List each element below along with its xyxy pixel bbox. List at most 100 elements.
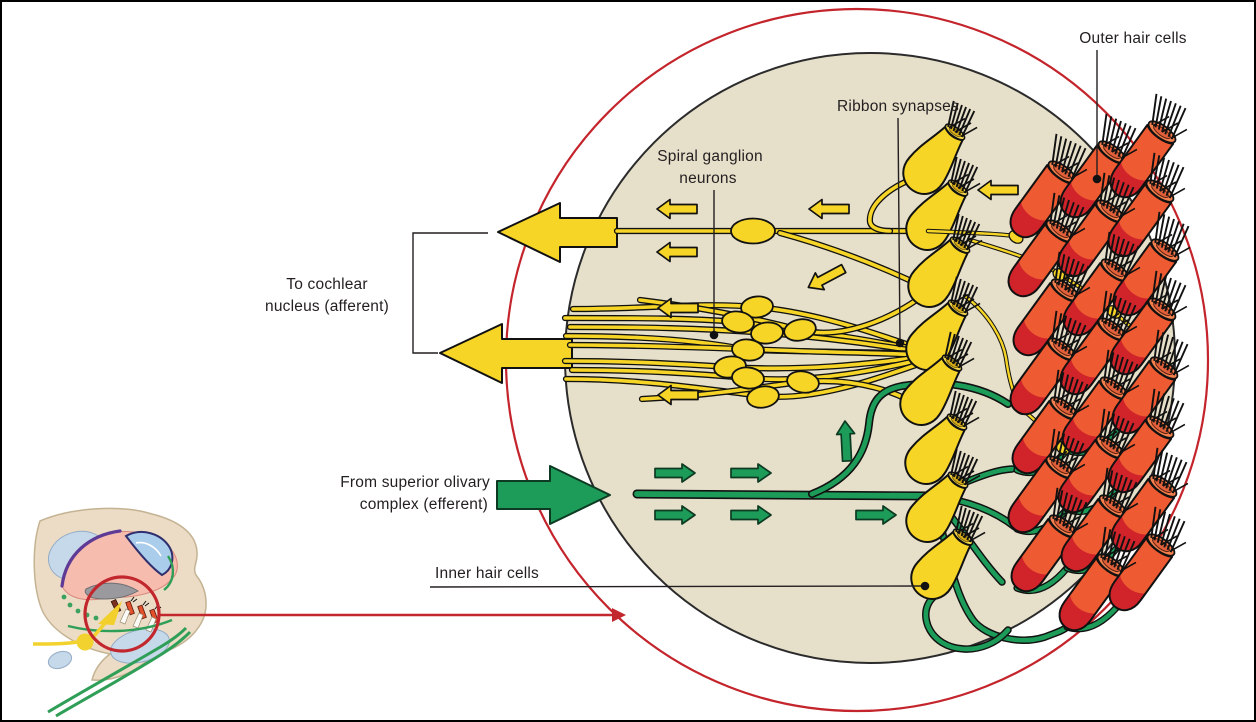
ganglion-soma (721, 310, 755, 334)
efferent-direction-arrow (730, 505, 772, 525)
label-from-soc-2: complex (efferent) (360, 496, 488, 513)
stereocilia-tuft (1102, 467, 1139, 514)
pointer-ribbon-synapses (897, 117, 901, 344)
bracket-to-cochlear-nucleus (412, 232, 488, 354)
inset-supporting-cells (61, 594, 99, 621)
ganglion-soma (740, 295, 774, 319)
inset-pointer-arrowhead-icon (612, 608, 626, 622)
stereocilia-tuft (1051, 310, 1088, 357)
stereocilia-tuft (1103, 349, 1140, 396)
label-to-cochlear-2: nucleus (afferent) (265, 298, 389, 315)
inset-basilar-membrane (67, 618, 173, 633)
inset-hair-cells (110, 596, 162, 633)
inset-stria-highlight (135, 541, 162, 557)
dot-ribbon-synapses (895, 338, 905, 348)
label-from-soc-1: From superior olivary (340, 474, 490, 491)
label-outer-hair-cells: Outer hair cells (1079, 30, 1186, 47)
inset-supporting-cell (132, 612, 144, 629)
efferent-direction-arrow (855, 505, 897, 525)
inset-spiral-ligament-edge (163, 555, 175, 591)
efferent-direction-arrow (654, 505, 696, 525)
ganglion-soma (786, 370, 820, 394)
ganglion-soma (783, 318, 817, 342)
stereocilia-tuft (1149, 388, 1186, 435)
stereocilia-tuft (1154, 211, 1191, 258)
inset-outer-hair-cell (137, 604, 147, 620)
label-to-cochlear-1: To cochlear (286, 276, 367, 293)
inset-cell-dot (61, 594, 67, 600)
stereocilia-tuft (950, 448, 981, 486)
stereocilia-tuft (1049, 428, 1086, 475)
outer-hair-cell (1057, 199, 1125, 278)
stereocilia-tuft (1153, 329, 1190, 376)
inset-ganglion-soma (76, 633, 94, 651)
stereocilia-tuft (947, 100, 978, 138)
organ-of-corti-inset (32, 507, 626, 718)
spiral-ganglion-somata (713, 217, 820, 409)
afferent-direction-arrow (656, 198, 698, 220)
inset-nerve-green-2 (55, 630, 192, 718)
ganglion-soma (731, 338, 765, 362)
outer-hair-cell-grid (1007, 120, 1180, 632)
stereocilia-tuft (1053, 369, 1090, 416)
stereocilia-tuft (952, 213, 983, 251)
outer-hair-cell (1058, 553, 1126, 632)
stereocilia-tuft (1152, 447, 1189, 494)
stereocilia-tuft (1101, 290, 1138, 337)
inset-cell-dot (75, 608, 81, 614)
afferent-direction-arrow (977, 179, 1019, 201)
afferent-direction-arrow (656, 241, 698, 263)
stereocilia-tuft (1099, 172, 1136, 219)
label-spiral-ganglion-1: Spiral ganglion (657, 148, 763, 165)
efferent-direction-arrow (730, 463, 772, 483)
labels-layer: Outer hair cells Ribbon synapses Spiral … (265, 30, 1187, 591)
direction-arrows (654, 179, 1019, 525)
stereocilia-tuft (1101, 113, 1138, 160)
stereocilia-tuft (1052, 487, 1089, 534)
efferent-fiber (808, 379, 1012, 498)
stereocilia-tuft (955, 505, 986, 543)
stereocilia-layer (944, 93, 1191, 573)
efferent-direction-arrow (835, 420, 856, 463)
stereocilia-tuft (1099, 408, 1136, 455)
stereocilia-tuft (944, 331, 975, 369)
stereocilia-tuft (1051, 133, 1088, 180)
dot-inner-hair-cells (920, 581, 930, 591)
ganglion-soma (746, 385, 780, 409)
efferent-big-arrow (496, 465, 611, 525)
inset-reissner-membrane (60, 529, 122, 588)
afferent-direction-arrow (657, 384, 699, 406)
inset-afferent-axon (32, 640, 78, 646)
afferent-direction-arrow (807, 263, 847, 291)
outer-hair-cell (1007, 455, 1075, 534)
inset-nerve-wedge (98, 601, 122, 625)
stereocilia-tuft (950, 156, 981, 194)
ganglion-soma (750, 321, 784, 345)
inset-cell-dot (67, 602, 73, 608)
dot-spiral-ganglion (709, 330, 719, 340)
label-inner-hair-cells: Inner hair cells (435, 565, 539, 582)
stereocilia-tuft (1104, 231, 1141, 278)
stereocilia-tuft (949, 390, 980, 428)
inset-nerve-green-1 (47, 626, 188, 714)
pointer-inner-hair-cells (429, 585, 925, 588)
stereocilia-tuft (1149, 152, 1186, 199)
ganglion-soma (730, 217, 776, 245)
inset-supporting-cell (119, 608, 131, 625)
inset-fluid-space (47, 650, 73, 670)
dot-outer-hair-cells (1092, 174, 1102, 184)
efferent-fiber (632, 489, 937, 501)
stereocilia-tuft (950, 276, 981, 314)
efferent-direction-arrow (654, 463, 696, 483)
afferent-direction-arrow (808, 198, 850, 220)
inset-outer-hair-cell (125, 600, 135, 616)
afferent-direction-arrow (657, 297, 699, 319)
afferent-fiber (566, 341, 927, 359)
inset-cell-dot (93, 615, 99, 621)
stereocilia-tuft (1054, 251, 1091, 298)
label-ribbon-synapses: Ribbon synapses (837, 98, 959, 115)
stereocilia-tuft (1151, 270, 1188, 317)
